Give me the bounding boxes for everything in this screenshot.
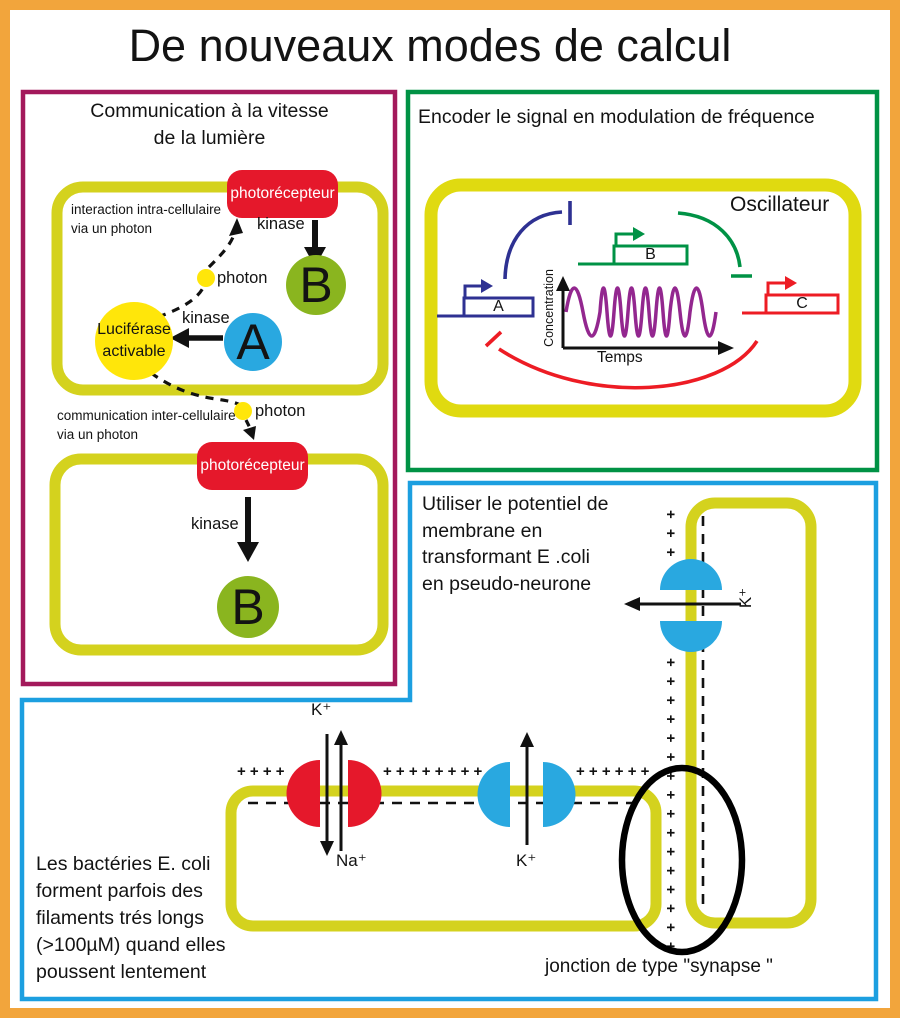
gene-c-box [764,293,840,315]
oscillator-panel-border [405,89,880,473]
gene-a-box [462,296,535,318]
photon-path-luciferase-to-photon2 [150,371,241,407]
gene-c-promoter [766,281,788,295]
inhibition-arc-b-to-c [677,211,742,268]
photoreceptor-2-label: photorécepteur [200,457,305,474]
photoreceptor-1 [227,170,338,218]
light-panel-title: Communication à la vitesse de la lumière [90,100,329,150]
photoreceptor-1-label: photorécepteur [230,185,335,202]
protein-b-letter-2: B [231,579,265,635]
gene-c-letter: C [796,294,808,312]
photon-label-1: photon [217,269,268,287]
photon-path-photon1-to-photoreceptor [207,227,238,269]
filament-cell-membrane [225,785,662,932]
k-left-arrow-head [624,597,640,611]
plot-y-axis-head [556,276,570,291]
photon-path-luciferase-to-photon1 [157,285,206,319]
blue-channel-left-half [477,762,510,827]
light-panel-border [20,89,398,687]
vertical-cell-membrane [685,497,817,929]
plus-charges-row-right: + + + + + + [576,763,650,780]
plus-charges-col-top: + + + [662,510,679,560]
protein-b-circle-1 [286,255,346,315]
gene-a-promoter [463,284,484,298]
inhibition-arc-c-to-a [498,340,759,390]
gene-c-promoter-head [785,276,797,290]
blue-channel-right-half [543,762,576,827]
protein-a-letter: A [236,314,270,370]
na-ion-label: Na⁺ [336,851,367,870]
kinase-label-2: kinase [182,309,230,327]
na-out-arrow-head [334,730,348,745]
cell-membrane-1 [51,181,389,396]
vertical-channel-lower-half [660,621,722,652]
photon-path-photon2-to-photoreceptor [244,419,253,431]
panel-borders [19,89,880,1002]
protein-b-circle-2 [217,576,279,638]
plot-x-axis-head [718,341,734,355]
k-ion-label-bottom: K⁺ [516,851,537,870]
oscillator-panel-title: Encoder le signal en modulation de fréqu… [418,106,815,128]
light-panel-graphics [49,170,389,656]
bacteria-note: Les bactéries E. coli forment parfois de… [36,853,226,983]
neuron-panel-title: Utiliser le potentiel de membrane en tra… [422,493,609,595]
luciferase-circle [95,302,173,380]
plot-y-label: Concentration [542,269,556,347]
red-channel-right-half [348,760,382,827]
photon-arrowhead-down [243,426,256,440]
page-title: De nouveaux modes de calcul [128,20,732,71]
plus-charges-row-mid: + + + + + + + + [383,763,482,780]
synapse-junction-ellipse [618,764,746,956]
photon-label-2: photon [255,402,306,420]
photon-dot-2 [234,402,252,420]
oscillator-cell-membrane [424,178,862,418]
gene-a-promoter-head [481,279,493,293]
gene-b-promoter-head [633,227,645,241]
kinase-label-1: kinase [257,215,305,233]
plus-charges-row-left: + + + + [237,763,285,780]
intra-cellular-note: interaction intra-cellulaire via un phot… [71,202,222,237]
k-ion-label-top: K⁺ [311,700,332,719]
oscillator-label: Oscillateur [730,193,830,216]
k-out-arrow-head [520,732,534,747]
k-in-arrow-head [320,841,334,856]
photon-arrowhead-up [229,218,243,236]
inter-cellular-note: communication inter-cellulaire via un ph… [57,408,236,443]
protein-a-circle [224,313,282,371]
photoreceptor-2 [197,442,308,490]
protein-b-letter-1: B [299,257,333,313]
plot-x-label: Temps [597,349,643,366]
k-ion-label-vertical: K⁺ [736,587,756,609]
kinase-label-3: kinase [191,515,239,533]
neuron-panel-border [19,480,879,1002]
vertical-channel-upper-half [660,559,722,590]
inhibition-arc-a-to-b [503,210,563,280]
fm-wave [564,286,718,338]
gene-b-promoter [614,232,636,246]
oscillator-graphics [424,178,862,418]
luciferase-label: Luciférase activable [97,321,171,360]
red-channel-left-half [286,760,320,827]
gene-b-letter: B [645,245,656,263]
neuron-graphics: + + + + + + + + + + + + + + + + + + + + … [225,497,817,956]
kinase-arrow-3-head [237,542,259,562]
synapse-junction-label: jonction de type "synapse " [545,956,773,977]
gene-b-box [612,244,689,266]
plus-charges-col-main: + + + + + + + + + + + + + + + + [662,658,679,954]
kinase-arrow-2-head [170,328,189,348]
photon-dot-1 [197,269,215,287]
inhibition-bar-c [484,330,503,348]
gene-a-letter: A [493,297,504,315]
